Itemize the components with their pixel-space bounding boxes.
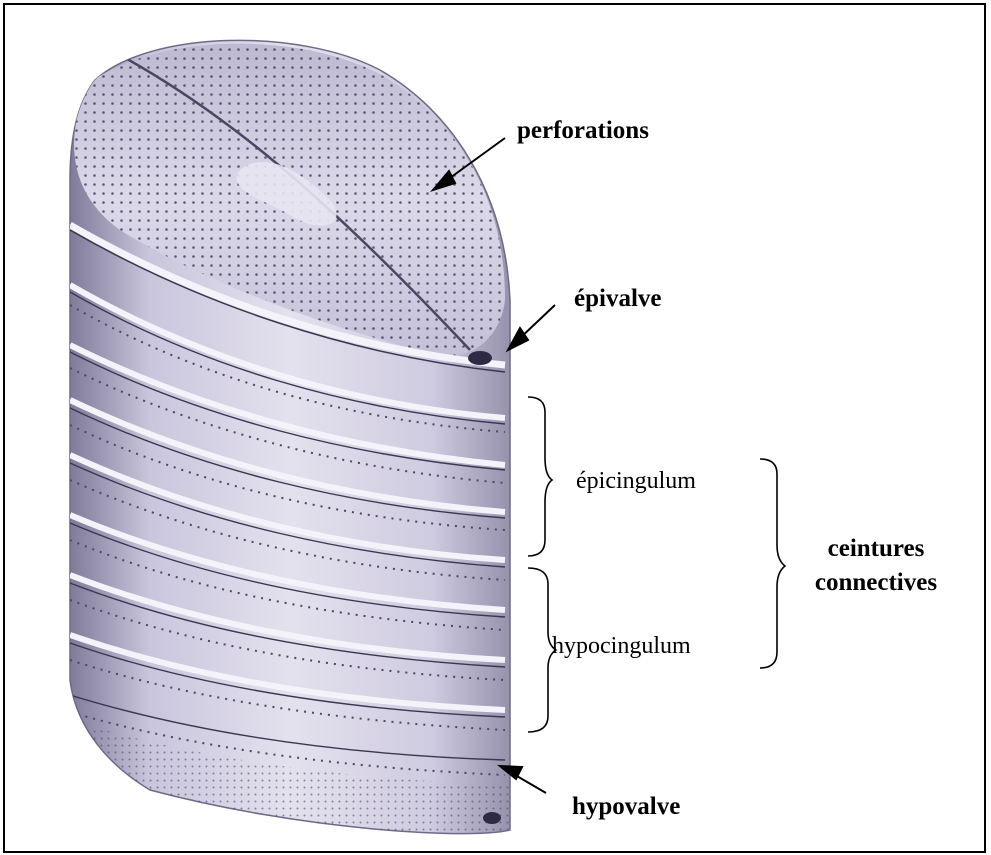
diatom-shell <box>70 40 510 840</box>
hypovalve-end-nodule <box>483 812 501 824</box>
label-epicingulum: épicingulum <box>576 468 696 494</box>
epivalve-end-nodule <box>468 351 492 365</box>
label-hypocingulum: hypocingulum <box>552 633 691 659</box>
label-ceintures-line2: connectives <box>815 569 937 596</box>
braces <box>528 397 785 732</box>
label-ceintures-line1: ceintures <box>828 535 925 562</box>
label-hypovalve: hypovalve <box>572 793 680 820</box>
label-epivalve: épivalve <box>574 285 662 312</box>
label-perforations: perforations <box>517 117 649 144</box>
brace-epicingulum <box>528 397 552 556</box>
brace-ceintures <box>760 459 785 668</box>
